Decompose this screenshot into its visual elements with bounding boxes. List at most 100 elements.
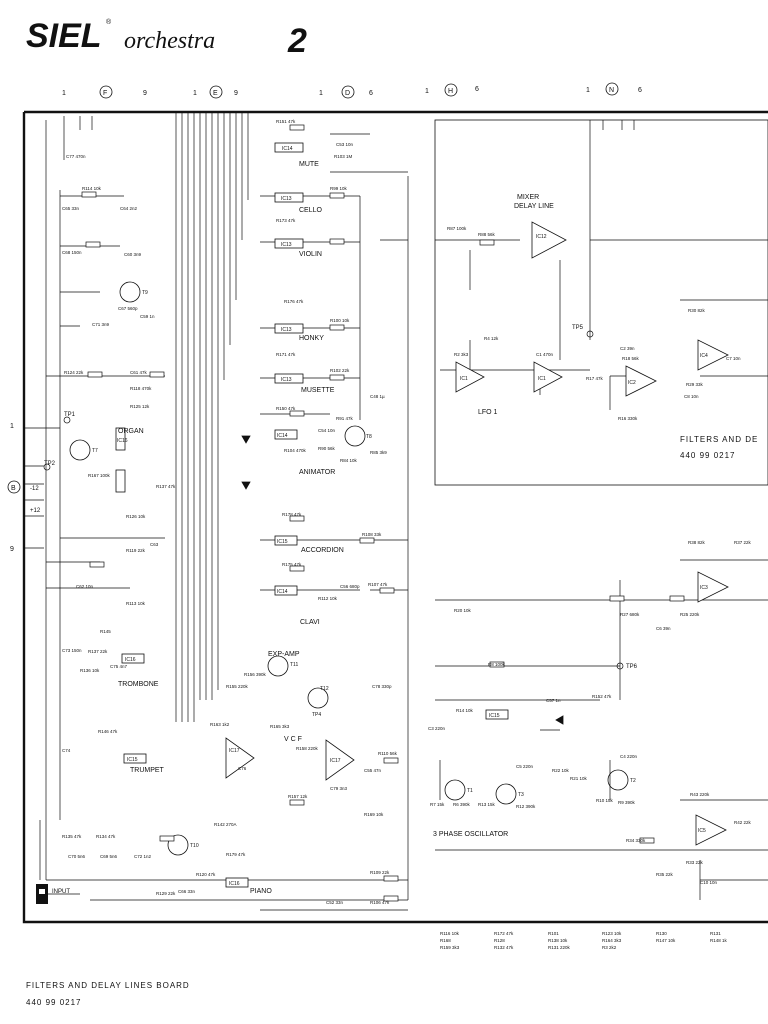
connector-e-pin1: 1 [193, 90, 197, 97]
voice-violin: VIOLIN [299, 251, 322, 258]
resistor-label: R138 10k [548, 938, 568, 943]
svg-text:C48 1µ: C48 1µ [370, 394, 385, 399]
svg-text:TP2: TP2 [44, 461, 56, 467]
svg-text:R157 12k: R157 12k [288, 794, 308, 799]
transistor-t8 [344, 425, 366, 447]
connector-n-pin1: 1 [586, 87, 590, 94]
caption-code: 440 99 0217 [26, 998, 82, 1007]
svg-text:R113 10k: R113 10k [126, 601, 146, 606]
svg-text:C62 10n: C62 10n [76, 584, 94, 589]
brand-logo: SIEL ® orchestra 2 [26, 17, 307, 60]
caption-title: FILTERS AND DELAY LINES BOARD [26, 981, 190, 990]
connector-d-label: D [345, 90, 350, 97]
ic17b-opamp [325, 739, 355, 781]
svg-text:R20 10k: R20 10k [454, 608, 472, 613]
svg-text:R179 47k: R179 47k [226, 852, 246, 857]
svg-text:IC14: IC14 [282, 146, 293, 152]
svg-text:C4 220n: C4 220n [620, 754, 638, 759]
voice-musette: MUSETTE [301, 387, 335, 394]
svg-text:C2 39n: C2 39n [620, 346, 635, 351]
svg-text:C5 220n: C5 220n [516, 764, 534, 769]
svg-text:R103 1M: R103 1M [334, 154, 353, 159]
transistor-t3 [495, 783, 517, 805]
transistor-t11 [267, 655, 289, 677]
resistor-label: R101 [548, 931, 559, 936]
ic16-organ-a [115, 427, 126, 451]
svg-text:R135 47k: R135 47k [62, 834, 82, 839]
svg-text:R13 15k: R13 15k [478, 802, 496, 807]
svg-text:IC15: IC15 [489, 713, 500, 719]
svg-text:R119 22k: R119 22k [126, 548, 146, 553]
resistor-label: R164 3k3 [602, 938, 622, 943]
resistor-label: R148 1k [710, 938, 728, 943]
ic5-opamp [695, 814, 727, 846]
resistor-label: R131 [710, 931, 721, 936]
svg-text:R125 12k: R125 12k [130, 404, 150, 409]
ic13-violin [274, 238, 304, 249]
board-outline [22, 110, 768, 924]
ic16-trombone [121, 653, 145, 664]
svg-text:1: 1 [10, 423, 14, 430]
svg-text:C52 33n: C52 33n [326, 900, 344, 905]
resistor-label: R147 10k [656, 938, 676, 943]
diode-d5 [555, 715, 564, 725]
ic-blocks [115, 142, 509, 888]
connector-f-circle [99, 85, 113, 99]
svg-text:R137 22k: R137 22k [88, 649, 108, 654]
connector-h-circle [444, 83, 458, 97]
caption: FILTERS AND DELAY LINES BOARD 440 99 021… [26, 981, 190, 1007]
svg-text:C60 3n9: C60 3n9 [124, 252, 142, 257]
svg-text:C1 470n: C1 470n [536, 352, 554, 357]
svg-text:R34 330k: R34 330k [626, 838, 646, 843]
resistor-label: R132 47k [494, 945, 514, 950]
svg-text:IC16: IC16 [117, 438, 128, 444]
ic15-accordion [274, 535, 298, 546]
svg-text:IC13: IC13 [281, 377, 292, 383]
svg-text:R104 470k: R104 470k [284, 448, 307, 453]
resistor-label: R172 47k [494, 931, 514, 936]
label-phase-oscillator: 3 PHASE OSCILLATOR [433, 831, 508, 838]
voice-labels: MUTE CELLO VIOLIN HONKY MUSETTE ANIMATOR… [118, 161, 344, 895]
svg-text:R156 390k: R156 390k [244, 672, 267, 677]
svg-text:R85 3k9: R85 3k9 [370, 450, 387, 455]
svg-text:R88 56k: R88 56k [478, 232, 496, 237]
svg-text:R8 100k: R8 100k [488, 662, 506, 667]
ic14-clavi [274, 585, 298, 596]
voice-trombone: TROMBONE [118, 681, 159, 688]
svg-text:C79 3n3: C79 3n3 [330, 786, 348, 791]
brand-name: SIEL [26, 17, 102, 55]
svg-text:9: 9 [10, 546, 14, 553]
svg-text:R43 220k: R43 220k [690, 792, 710, 797]
label-filters-code: 440 99 0217 [680, 451, 736, 460]
connector-d-circle [341, 85, 355, 99]
svg-text:C63: C63 [150, 542, 159, 547]
svg-text:R6 390k: R6 390k [453, 802, 471, 807]
ic1a-opamp [455, 361, 485, 393]
svg-text:R87 100k: R87 100k [447, 226, 467, 231]
connector-f-pin1: 1 [62, 90, 66, 97]
svg-text:T2: T2 [630, 778, 636, 784]
svg-text:IC5: IC5 [698, 828, 706, 834]
connector-e-label: E [213, 90, 218, 97]
svg-text:R146 47k: R146 47k [98, 729, 118, 734]
svg-text:C10 10n: C10 10n [700, 880, 718, 885]
resistor-labels: R151 47k R103 1M R173 47k R99 10k R114 1… [62, 119, 752, 905]
svg-text:R30 82k: R30 82k [688, 308, 706, 313]
voice-clavi: CLAVI [300, 619, 320, 626]
svg-text:R173 47k: R173 47k [276, 218, 296, 223]
svg-text:C76: C76 [238, 766, 247, 771]
svg-text:R155 220k: R155 220k [226, 684, 249, 689]
svg-text:R29 33k: R29 33k [686, 382, 704, 387]
svg-text:R17 47k: R17 47k [586, 376, 604, 381]
ic3-opamp [697, 571, 729, 603]
resistor-label: R116 10k [440, 931, 460, 936]
left-connector-b: 1 B 9 -12 +12 [7, 423, 60, 553]
registered-mark: ® [106, 18, 112, 26]
svg-text:R165 3k3: R165 3k3 [270, 724, 290, 729]
svg-text:R100 10k: R100 10k [330, 318, 350, 323]
label-delay-line: DELAY LINE [514, 203, 554, 210]
ic16-organ-b [115, 469, 126, 493]
svg-text:R22 10k: R22 10k [552, 768, 570, 773]
svg-text:TP1: TP1 [64, 412, 76, 418]
